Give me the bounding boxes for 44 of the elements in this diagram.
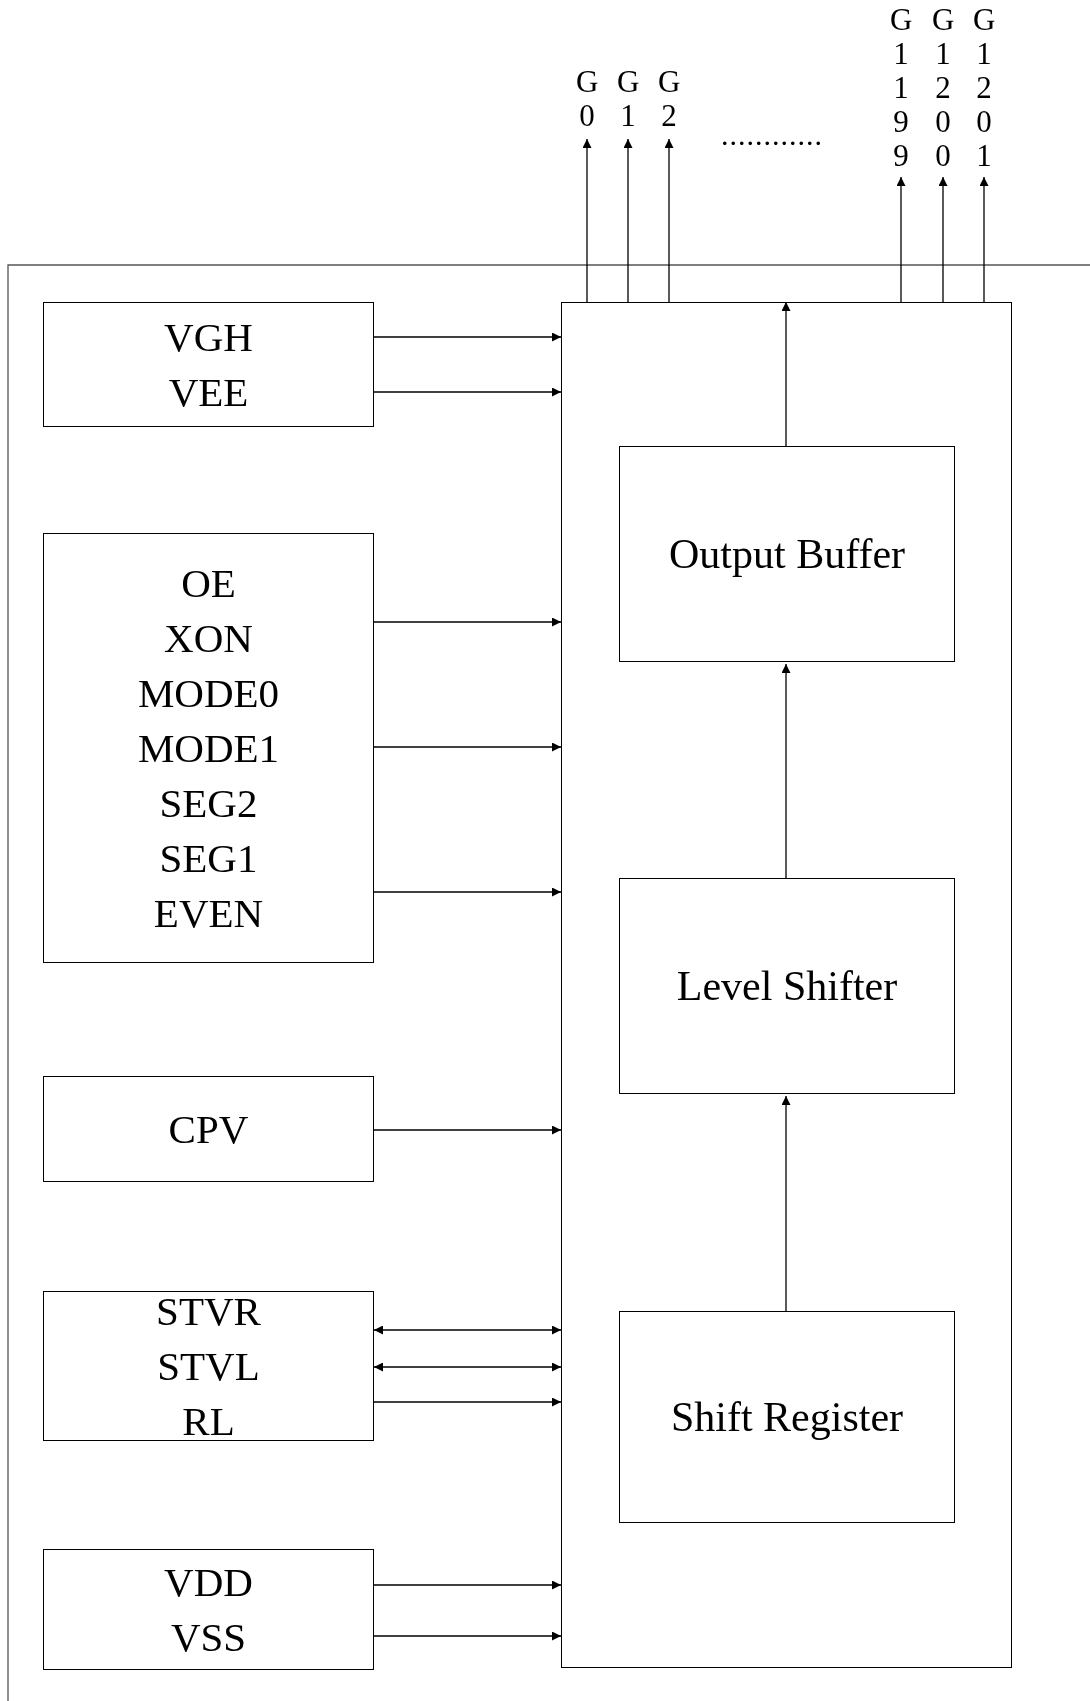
output-pin-label: G1201 bbox=[973, 3, 995, 175]
arrow bbox=[938, 176, 948, 303]
arrow bbox=[896, 176, 906, 303]
arrow bbox=[623, 138, 633, 303]
arrow bbox=[373, 1631, 562, 1641]
output-pin-label: G2 bbox=[658, 65, 680, 137]
output-buffer-box bbox=[619, 446, 955, 662]
arrow bbox=[373, 1362, 562, 1372]
block-label: Output Buffer bbox=[669, 530, 905, 578]
block-label: Level Shifter bbox=[676, 962, 898, 1010]
output-pin-label: G1 bbox=[617, 65, 639, 137]
arrow bbox=[373, 332, 562, 342]
arrow bbox=[781, 663, 791, 879]
arrow bbox=[373, 1125, 562, 1135]
arrow bbox=[373, 742, 562, 752]
block-label: Shift Register bbox=[670, 1393, 904, 1441]
signal-names: VDD VSS bbox=[164, 1557, 253, 1662]
shift-register-box bbox=[619, 1311, 955, 1523]
output-pin-label: G1200 bbox=[932, 3, 954, 175]
arrow bbox=[373, 1325, 562, 1335]
level-shifter-box bbox=[619, 878, 955, 1094]
signal-block bbox=[43, 1291, 374, 1441]
arrow bbox=[373, 887, 562, 897]
arrow bbox=[781, 1095, 791, 1312]
arrow bbox=[373, 617, 562, 627]
arrow bbox=[373, 1580, 562, 1590]
signal-block bbox=[43, 1076, 374, 1182]
output-pin-label: G0 bbox=[576, 65, 598, 137]
arrow bbox=[373, 387, 562, 397]
arrow bbox=[373, 1397, 562, 1407]
arrow bbox=[582, 138, 592, 303]
arrow bbox=[979, 176, 989, 303]
ellipsis-dots: ............ bbox=[721, 118, 823, 152]
arrow bbox=[664, 138, 674, 303]
signal-names: CPV bbox=[168, 1104, 249, 1154]
arrow bbox=[781, 301, 791, 447]
signal-block bbox=[43, 1549, 374, 1670]
signal-names: VGH VEE bbox=[164, 312, 253, 417]
signal-block bbox=[43, 302, 374, 427]
signal-names: STVR STVL RL bbox=[156, 1286, 261, 1446]
gate-driver-block bbox=[561, 302, 1012, 1668]
signal-block bbox=[43, 533, 374, 963]
signal-names: OE XON MODE0 MODE1 SEG2 SEG1 EVEN bbox=[137, 558, 280, 938]
output-pin-label: G1199 bbox=[890, 3, 912, 175]
